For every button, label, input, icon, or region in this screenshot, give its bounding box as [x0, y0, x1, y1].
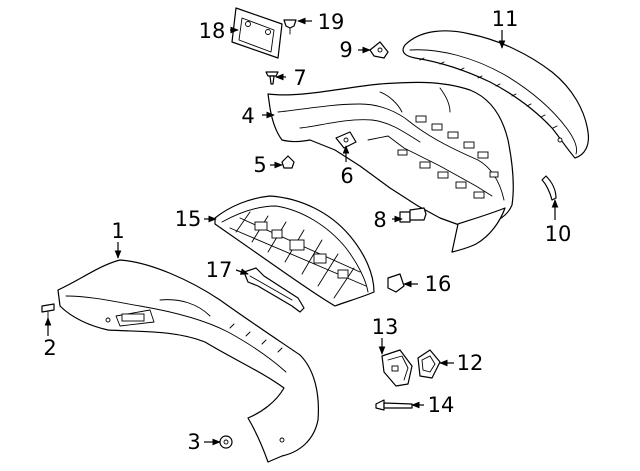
- callout-4: 4: [241, 104, 254, 128]
- callout-13: 13: [372, 315, 399, 339]
- callout-3: 3: [187, 430, 200, 454]
- leader-lines: [44, 17, 559, 446]
- part-1-bumper-cover: [57, 259, 320, 463]
- callout-7: 7: [293, 66, 306, 90]
- part-13-sensor-bracket: [381, 349, 413, 387]
- part-4-upper-bumper-housing: [267, 81, 514, 253]
- callout-6: 6: [340, 164, 353, 188]
- part-8-bolt: [399, 207, 427, 223]
- callout-18: 18: [199, 19, 226, 43]
- callout-19: 19: [318, 10, 345, 34]
- part-3-nut: [219, 435, 233, 449]
- part-12-sensor-ring: [417, 349, 441, 379]
- part-19-screw: [283, 19, 297, 35]
- callout-12: 12: [457, 351, 484, 375]
- part-18-license-bracket: [231, 7, 283, 59]
- part-11-trim-strip: [402, 30, 590, 159]
- callout-8: 8: [373, 208, 386, 232]
- callout-10: 10: [545, 222, 572, 246]
- callout-11: 11: [492, 7, 519, 31]
- callout-2: 2: [43, 336, 56, 360]
- part-10-seal-strip: [541, 175, 557, 201]
- callout-17: 17: [206, 258, 233, 282]
- part-9-clip: [369, 41, 389, 59]
- part-6-nut-clip: [335, 131, 357, 149]
- callout-labels: 1 2 3 4 5 6 7 8 9 10 11 12 13 14 15 16 1…: [43, 7, 571, 454]
- part-14-bolt: [375, 399, 413, 411]
- part-15-lower-diffuser-grille: [214, 195, 375, 307]
- callout-15: 15: [175, 207, 202, 231]
- part-16-clip: [387, 273, 405, 293]
- callout-16: 16: [425, 272, 452, 296]
- callout-9: 9: [339, 38, 352, 62]
- callout-5: 5: [253, 153, 266, 177]
- part-2-screw: [41, 303, 55, 323]
- part-5-nut: [281, 155, 295, 169]
- part-7-push-pin: [265, 71, 279, 85]
- callout-1: 1: [111, 219, 124, 243]
- callout-14: 14: [428, 393, 455, 417]
- part-17-bracket: [243, 267, 305, 313]
